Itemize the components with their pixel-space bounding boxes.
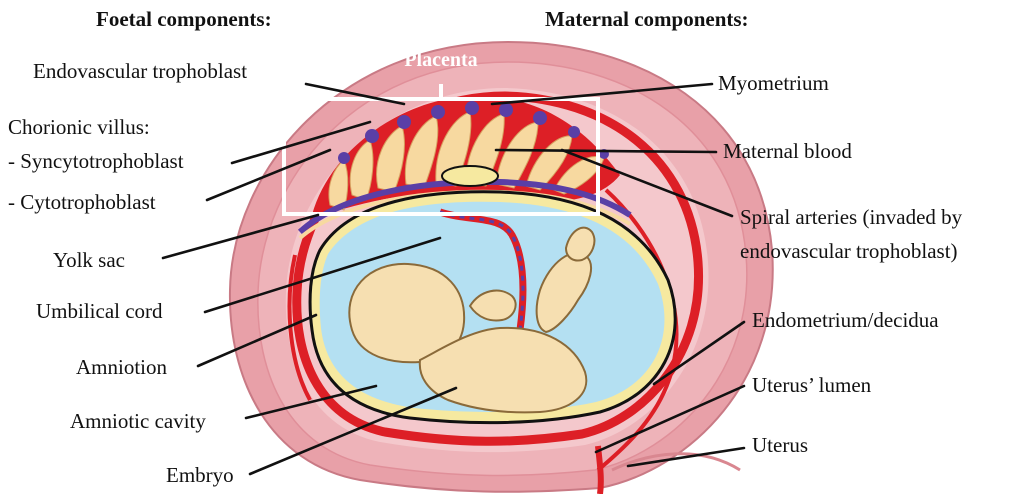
maternal-header: Maternal components: [545,7,749,31]
label-yolk-sac: Yolk sac [53,248,125,272]
yolk-sac [442,166,498,186]
label-amnion: Amniotion [76,355,168,379]
label-myometrium: Myometrium [718,71,829,95]
label-amniotic-cavity: Amniotic cavity [70,409,206,433]
label-uterus: Uterus [752,433,808,457]
label-endometrium: Endometrium/decidua [752,308,939,332]
label-maternal-blood: Maternal blood [723,139,852,163]
label-endovascular-trophoblast: Endovascular trophoblast [33,59,247,83]
label-uterus-lumen: Uterus’ lumen [752,373,872,397]
label-chorionic-villus: Chorionic villus: [8,115,150,139]
uterus-lumen [598,446,601,494]
label-embryo: Embryo [166,463,234,487]
label-spiral-arteries-1: Spiral arteries (invaded by [740,205,963,229]
label-spiral-arteries-2: endovascular trophoblast) [740,239,958,263]
label-cytotrophoblast: - Cytotrophoblast [8,190,156,214]
foetal-header: Foetal components: [96,7,272,31]
placenta-label: Placenta [404,49,477,71]
label-umbilical-cord: Umbilical cord [36,299,163,323]
label-syncytiotrophoblast: - Syncytotrophoblast [8,149,184,173]
